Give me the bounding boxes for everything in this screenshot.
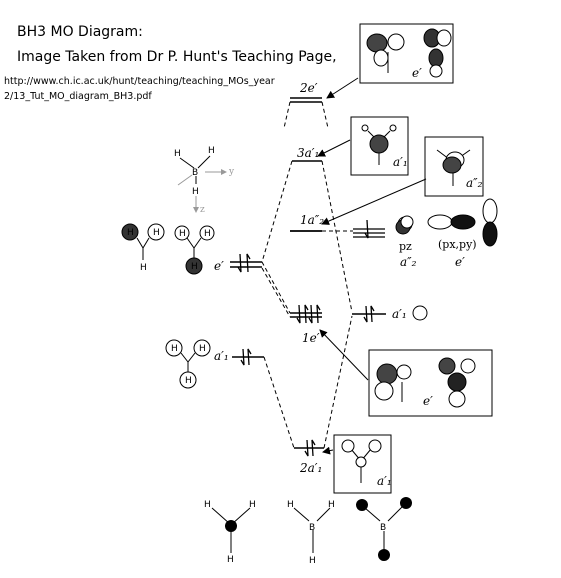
label-1e-prime: 1e′ <box>302 331 320 345</box>
inset-a1-prime-top-label: a′₁ <box>393 155 408 169</box>
h-atom-label: H <box>204 229 211 239</box>
inset-e-prime-bottom-label: e′ <box>423 394 433 408</box>
h3-e-prime-level: e′ <box>214 253 262 273</box>
h-atom-label: H <box>140 263 147 273</box>
b-atom-label: B <box>309 523 315 533</box>
label-1a2-double-prime: 1a″₂ <box>300 213 324 227</box>
boron-pz-orbital-icon <box>395 215 414 235</box>
correlation-lines <box>261 101 353 449</box>
b-atom-label: B <box>380 523 386 533</box>
boron-pz-symmetry: a″₂ <box>400 255 417 269</box>
boron-s-orbital-icon <box>412 305 428 321</box>
h-atom-label: H <box>191 262 198 272</box>
mo-level-2a1-prime: 2a′₁ <box>294 439 324 475</box>
source-url-line-2: 2/13_Tut_MO_diagram_BH3.pdf <box>4 91 152 102</box>
bh3-structure-labeled: H H B H <box>287 500 335 566</box>
inset-a1-prime-bottom: a′₁ <box>333 434 392 494</box>
diagram-title: BH3 MO Diagram: <box>17 24 143 40</box>
inset-e-prime-top-label: e′ <box>412 66 422 80</box>
boron-s-symmetry: a′₁ <box>392 307 407 321</box>
mo-level-3a1-prime: 3a′₁ <box>292 146 322 162</box>
diagram-subtitle: Image Taken from Dr P. Hunt's Teaching P… <box>17 49 337 65</box>
inset-e-prime-bottom: e′ <box>368 349 493 417</box>
bh3-structure-filled-center: H H H <box>204 500 256 565</box>
pointer-arrows <box>317 77 427 455</box>
label-3a1-prime: 3a′₁ <box>297 146 319 160</box>
h-atom-label: H <box>309 556 316 566</box>
h3-e-prime-orbital-1: H H H <box>121 223 165 273</box>
h3-e-prime-label: e′ <box>214 259 224 273</box>
h-atom-label: H <box>208 146 215 156</box>
mo-level-1e-prime: 1e′ <box>290 304 322 345</box>
mo-level-2e-prime: 2e′ <box>290 81 322 103</box>
inset-a2-double-prime-label: a″₂ <box>466 176 483 190</box>
y-axis-label: y <box>228 167 235 177</box>
h-atom-label: H <box>192 187 199 197</box>
h3-e-prime-orbital-2: H H H <box>174 225 215 275</box>
h-atom-label: H <box>185 376 192 386</box>
boron-s-level: a′₁ <box>352 305 428 323</box>
boron-pz-label: pz <box>399 240 412 253</box>
boron-pz-level <box>353 219 385 239</box>
z-axis-label: z <box>200 205 205 215</box>
bh3-axes-structure: H H B H y z <box>174 146 235 215</box>
boron-py-orbital-icon <box>482 198 498 247</box>
h-atom-label: H <box>287 500 294 510</box>
h3-a1-prime-label: a′₁ <box>214 349 229 363</box>
label-2e-prime: 2e′ <box>299 81 318 95</box>
label-2a1-prime: 2a′₁ <box>299 461 322 475</box>
inset-a2-double-prime: a″₂ <box>424 136 484 197</box>
inset-2e-prime: e′ <box>359 23 454 84</box>
h-atom-label: H <box>204 500 211 510</box>
source-url-line-1: http://www.ch.ic.ac.uk/hunt/teaching/tea… <box>4 76 275 87</box>
h-atom-label: H <box>179 229 186 239</box>
inset-3a1-prime: a′₁ <box>350 116 409 176</box>
h-atom-label: H <box>227 555 234 565</box>
inset-a1-prime-bottom-label: a′₁ <box>377 474 392 488</box>
h-atom-label: H <box>174 149 181 159</box>
h-atom-label: H <box>199 344 206 354</box>
h-atom-label: H <box>127 228 134 238</box>
h-atom-label: H <box>328 500 335 510</box>
h-atom-label: H <box>249 500 256 510</box>
boron-pxpy-label: (px,py) <box>438 238 477 251</box>
boron-px-orbital-icon <box>427 214 476 230</box>
boron-pxpy-symmetry: e′ <box>455 255 465 269</box>
h-atom-label: H <box>171 344 178 354</box>
h-atom-label: H <box>153 228 160 238</box>
h3-a1-prime-level: a′₁ <box>214 348 264 366</box>
mo-level-1a2-double-prime: 1a″₂ <box>290 213 324 232</box>
bh3-structure-all-filled: B <box>356 497 412 561</box>
source-url: http://www.ch.ic.ac.uk/hunt/teaching/tea… <box>4 74 275 104</box>
h3-a1-prime-orbital: H H H <box>165 339 211 389</box>
b-atom-label: B <box>192 168 198 178</box>
